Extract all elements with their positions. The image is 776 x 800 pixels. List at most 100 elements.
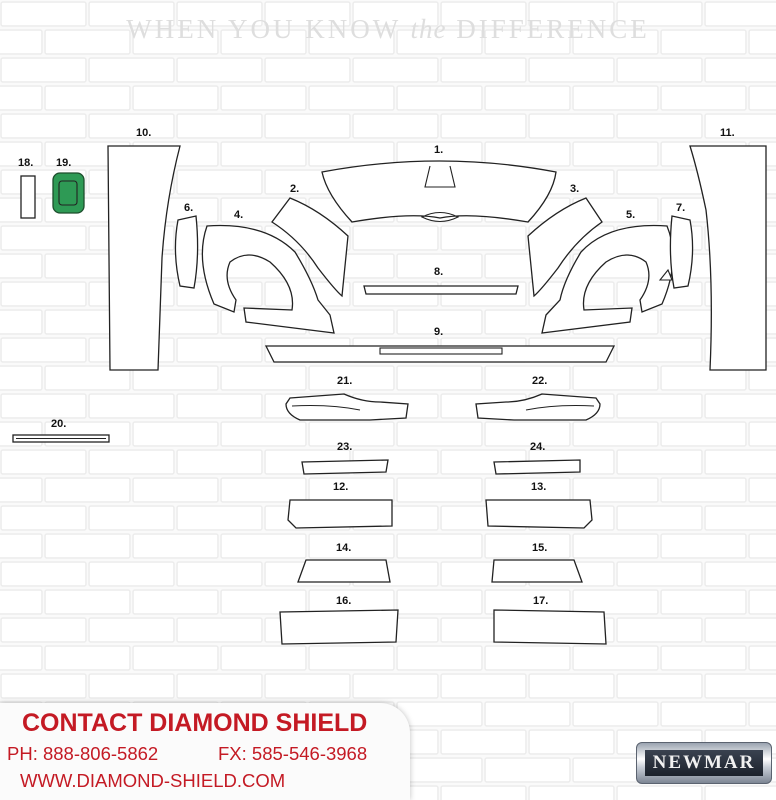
brick xyxy=(528,1,615,27)
panel-9: 9. xyxy=(264,326,616,363)
brick xyxy=(44,477,131,503)
brick xyxy=(176,393,263,419)
brick xyxy=(484,365,571,391)
newmar-logo-text: NEWMAR xyxy=(652,752,756,773)
brick xyxy=(0,141,43,167)
brick xyxy=(0,309,43,335)
brick xyxy=(660,85,747,111)
brick xyxy=(396,253,483,279)
brick xyxy=(176,1,263,27)
brick xyxy=(748,29,776,55)
panel-10-label: 10. xyxy=(136,127,151,139)
brick xyxy=(0,561,87,587)
brick xyxy=(308,421,395,447)
brick xyxy=(528,729,615,755)
brick xyxy=(704,561,776,587)
brick xyxy=(616,1,703,27)
brick xyxy=(484,141,571,167)
brick xyxy=(132,477,219,503)
brick xyxy=(88,113,175,139)
brick xyxy=(616,673,703,699)
brick xyxy=(132,589,219,615)
brick xyxy=(220,477,307,503)
brick xyxy=(308,29,395,55)
brick xyxy=(176,113,263,139)
brick xyxy=(0,589,43,615)
brick xyxy=(88,561,175,587)
brick xyxy=(132,85,219,111)
brick xyxy=(176,169,263,195)
brick xyxy=(660,645,747,671)
brick xyxy=(660,365,747,391)
brick xyxy=(704,57,776,83)
panel-7: 7. xyxy=(669,202,694,289)
brick xyxy=(176,673,263,699)
brick xyxy=(220,85,307,111)
brick xyxy=(88,57,175,83)
panel-12-label: 12. xyxy=(333,481,348,493)
panel-19: 19. xyxy=(52,157,85,214)
contact-title: CONTACT DIAMOND SHIELD xyxy=(22,709,368,737)
panel-21-label: 21. xyxy=(337,375,352,387)
brick xyxy=(264,57,351,83)
panel-6: 6. xyxy=(174,202,199,289)
panel-18-label: 18. xyxy=(18,157,33,169)
brick xyxy=(660,477,747,503)
brick xyxy=(704,393,776,419)
brick xyxy=(572,141,659,167)
contact-fax: FX: 585-546-3968 xyxy=(218,743,368,764)
brick xyxy=(220,645,307,671)
panel-16-label: 16. xyxy=(336,595,351,607)
brick xyxy=(748,701,776,727)
brick xyxy=(0,393,87,419)
brick xyxy=(220,29,307,55)
brick xyxy=(0,337,87,363)
brick xyxy=(352,673,439,699)
brick xyxy=(0,673,87,699)
brick xyxy=(484,85,571,111)
brick xyxy=(484,645,571,671)
brick xyxy=(484,701,571,727)
brick xyxy=(0,645,43,671)
brick xyxy=(44,365,131,391)
brick xyxy=(748,421,776,447)
panel-22-label: 22. xyxy=(532,375,547,387)
newmar-logo: NEWMAR xyxy=(636,742,772,784)
brick xyxy=(572,365,659,391)
brick xyxy=(132,533,219,559)
brick xyxy=(748,589,776,615)
contact-phone[interactable]: PH: 888-806-5862 xyxy=(7,743,159,764)
brick xyxy=(0,365,43,391)
brick xyxy=(704,505,776,531)
brick xyxy=(396,29,483,55)
brick xyxy=(704,673,776,699)
panel-24: 24. xyxy=(493,441,581,475)
brick xyxy=(616,337,703,363)
brick xyxy=(220,589,307,615)
brick xyxy=(0,449,87,475)
brick xyxy=(748,365,776,391)
brick xyxy=(0,533,43,559)
brick xyxy=(0,505,87,531)
brick xyxy=(176,337,263,363)
brick xyxy=(616,505,703,531)
brick xyxy=(396,365,483,391)
panel-17: 17. xyxy=(493,595,607,645)
brick xyxy=(616,617,703,643)
brick xyxy=(572,533,659,559)
brick xyxy=(132,645,219,671)
panel-14: 14. xyxy=(297,542,391,583)
brick xyxy=(616,113,703,139)
brick xyxy=(0,617,87,643)
brick xyxy=(484,533,571,559)
brick xyxy=(88,673,175,699)
brick xyxy=(704,1,776,27)
brick xyxy=(440,57,527,83)
panel-23-label: 23. xyxy=(337,441,352,453)
brick xyxy=(352,113,439,139)
brick xyxy=(176,57,263,83)
brick xyxy=(396,477,483,503)
brick xyxy=(220,533,307,559)
brick xyxy=(0,29,43,55)
contact-website-link[interactable]: WWW.DIAMOND-SHIELD.COM xyxy=(20,770,286,791)
